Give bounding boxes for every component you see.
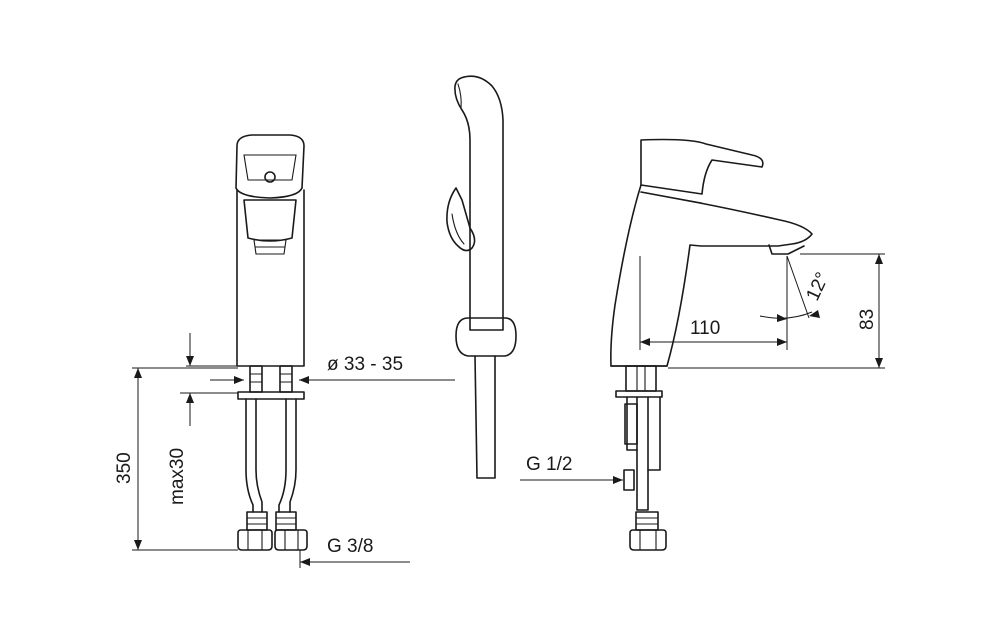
- label-350: 350: [114, 452, 135, 484]
- dim-350: 350: [114, 367, 238, 551]
- label-83: 83: [857, 309, 878, 330]
- label-diameter: ø 33 - 35: [327, 354, 403, 375]
- label-g12: G 1/2: [526, 454, 572, 475]
- side-lever: [640, 138, 764, 195]
- side-spout-outlet: [768, 244, 805, 255]
- front-indicator-dot: [264, 171, 276, 183]
- shower-hose: [474, 355, 496, 479]
- label-110: 110: [690, 318, 720, 339]
- dim-110: 110: [639, 256, 788, 350]
- front-supply-stubs: [237, 365, 305, 400]
- label-max30: max30: [167, 448, 188, 505]
- dim-angle: 12°: [759, 255, 834, 322]
- side-body: [610, 184, 813, 367]
- front-view: ø 33 - 35 max30 350 G 3/8: [114, 134, 455, 568]
- side-supply: [615, 365, 667, 551]
- dim-diameter: ø 33 - 35: [210, 354, 455, 384]
- shower-trigger: [446, 187, 476, 252]
- shower-holder: [455, 317, 517, 357]
- front-flex-hoses: [237, 398, 308, 551]
- side-view: G 1/2 110 83 12°: [520, 138, 885, 551]
- shower-head: [454, 75, 504, 331]
- front-lever: [235, 134, 305, 199]
- dim-max30: max30: [167, 333, 238, 505]
- dim-g12: G 1/2: [520, 454, 623, 484]
- front-body: [236, 189, 305, 367]
- hand-shower: [446, 75, 517, 479]
- dim-g38: G 3/8: [299, 536, 410, 568]
- dim-83: 83: [668, 253, 885, 369]
- front-aerator: [243, 199, 297, 242]
- label-angle: 12°: [802, 269, 833, 304]
- label-g38: G 3/8: [327, 536, 373, 557]
